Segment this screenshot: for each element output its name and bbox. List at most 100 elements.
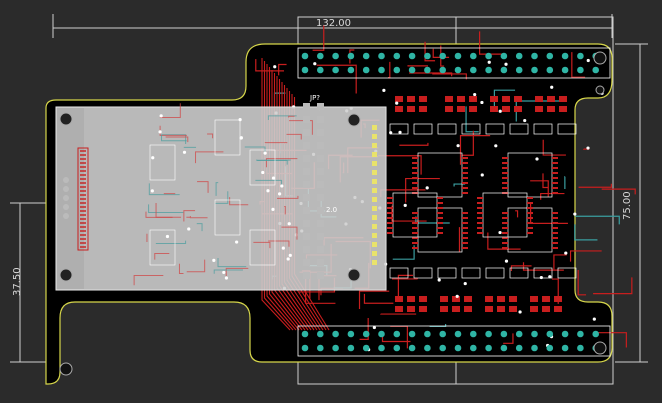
left-pin-column[interactable]	[63, 177, 69, 219]
smd-pad	[554, 306, 562, 312]
ic-pin	[387, 212, 393, 214]
cap-outline	[557, 267, 577, 279]
ic-pin	[502, 172, 508, 174]
overlay-trace	[217, 258, 247, 268]
header-bottom-pad	[439, 330, 447, 338]
header-bottom-pad	[454, 344, 462, 352]
ic-pin	[527, 207, 533, 209]
smd-pad	[407, 96, 415, 102]
trace	[503, 333, 514, 344]
trace	[530, 180, 549, 197]
ic-pin	[552, 222, 558, 224]
ic-pin	[412, 222, 418, 224]
overlay-trace	[215, 191, 229, 204]
yellow-pin	[372, 152, 377, 157]
ic-pin	[527, 202, 533, 204]
trace	[255, 59, 285, 72]
smd-pad	[395, 296, 403, 302]
ic-pin	[462, 237, 468, 239]
overlay-trace	[229, 197, 249, 206]
dimension-width-label: 132.00	[316, 18, 351, 29]
ic-pin	[527, 222, 533, 224]
cap-outline	[413, 123, 433, 135]
header-bottom[interactable]	[297, 325, 611, 357]
ic-pin	[552, 237, 558, 239]
ic-pin	[502, 157, 508, 159]
via	[550, 85, 554, 89]
header-top-pad	[531, 52, 538, 60]
smd-pad	[419, 296, 427, 302]
overlay-trace	[186, 259, 206, 273]
header-top-pad	[470, 52, 477, 60]
smd-pad	[490, 96, 498, 102]
smd-pad	[547, 106, 555, 112]
smd-pad	[559, 96, 567, 102]
smd-pad	[395, 106, 403, 112]
ic-outline	[482, 192, 528, 238]
header-bottom-pad	[424, 344, 431, 352]
trace	[465, 106, 479, 133]
ic-pin	[502, 222, 508, 224]
ic-pin	[552, 217, 558, 219]
ic-pin	[412, 217, 418, 219]
header-top-pad	[362, 52, 370, 60]
display-flex-connector	[77, 147, 89, 251]
yellow-pin	[372, 206, 377, 211]
overlay-via	[187, 227, 191, 231]
smd-pad	[469, 96, 477, 102]
display-pin	[303, 129, 310, 136]
display-pin	[317, 155, 324, 162]
smd-pad	[497, 296, 505, 302]
ic-pin	[462, 177, 468, 179]
ic-pin	[387, 197, 393, 199]
trace	[278, 63, 287, 76]
display-pin	[317, 116, 324, 123]
via	[480, 100, 484, 105]
ic-pin	[462, 187, 468, 189]
via	[487, 60, 491, 64]
overlay-via	[150, 189, 154, 193]
display-pin	[303, 233, 310, 240]
yellow-pin	[372, 179, 377, 184]
display-pin	[317, 246, 324, 253]
ic-pin	[502, 247, 508, 249]
header-bottom-pad	[347, 330, 355, 338]
via	[573, 212, 577, 216]
ic-pin	[462, 182, 468, 184]
overlay-trace	[207, 133, 214, 139]
trace	[593, 332, 627, 348]
header-top-pad	[470, 66, 477, 74]
smd-pad	[490, 106, 498, 112]
mount-hole-top-right	[347, 113, 361, 127]
left-pin	[63, 186, 69, 192]
smd-pad	[509, 306, 517, 312]
ic-pin	[502, 217, 508, 219]
ic-pin	[552, 247, 558, 249]
header-top-pad	[317, 66, 324, 74]
header-top[interactable]	[297, 47, 611, 79]
display-module[interactable]	[55, 106, 387, 291]
display-pin-column[interactable]	[303, 103, 377, 279]
overlay-trace	[154, 253, 170, 260]
ic-pin	[437, 217, 443, 219]
yellow-pin	[372, 251, 377, 256]
overlay-via	[287, 222, 291, 226]
yellow-pin	[372, 125, 377, 130]
ic-pin	[462, 222, 468, 224]
header-bottom-pad	[500, 344, 508, 352]
trace	[601, 188, 636, 195]
overlay-via	[235, 240, 239, 244]
ic-pin	[502, 162, 508, 164]
left-pin	[63, 195, 69, 201]
ic-pin	[412, 247, 418, 249]
display-pin	[303, 155, 310, 162]
overlay-via	[224, 276, 229, 280]
display-pin	[303, 103, 310, 110]
ic-pin	[527, 217, 533, 219]
display-pin	[303, 194, 310, 201]
ic-pin	[462, 232, 468, 234]
display-pin	[317, 181, 324, 188]
trace	[515, 210, 519, 218]
via	[403, 203, 407, 207]
